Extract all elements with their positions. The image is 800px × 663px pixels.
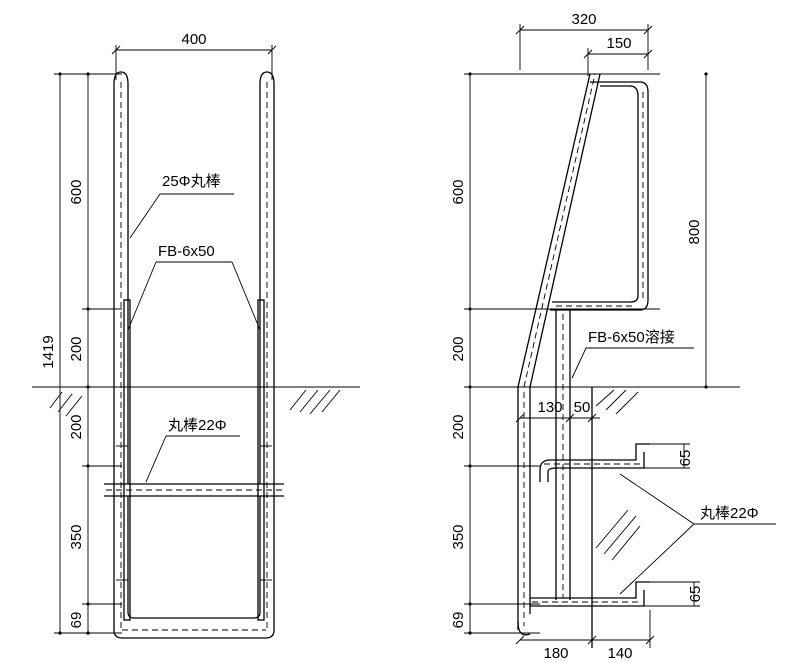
dim-180-140: 180 140 xyxy=(515,610,655,662)
vertical-posts xyxy=(555,310,593,648)
round-bar-25-label: 25Φ丸棒 xyxy=(162,173,221,190)
lower-hook-bar: 65 xyxy=(530,581,704,607)
dim-350-right-label: 350 xyxy=(450,524,467,549)
dim-130-50: 130 50 xyxy=(515,399,600,423)
dim-150: 150 xyxy=(583,35,653,76)
dim-800: 800 xyxy=(686,72,740,389)
dim-65-bottom-label: 65 xyxy=(687,586,704,603)
round-bar-22-label: 丸棒22Φ xyxy=(168,417,227,434)
dim-200-upper-right-label: 200 xyxy=(450,336,467,361)
right-dim-chain: 600 200 200 350 69 xyxy=(450,72,660,635)
round-bar-22-callout: 丸棒22Φ xyxy=(619,473,776,595)
round-bar-22-right-label: 丸棒22Φ xyxy=(700,505,759,522)
dim-1419-label: 1419 xyxy=(40,335,57,368)
dim-320-label: 320 xyxy=(571,11,596,28)
dim-600-label: 600 xyxy=(68,179,85,204)
dim-180-label: 180 xyxy=(543,645,568,662)
left-labels: 25Φ丸棒 FB-6x50 丸棒22Φ xyxy=(127,173,261,483)
dim-800-label: 800 xyxy=(686,219,703,244)
dim-69-right-label: 69 xyxy=(450,612,467,629)
flat-bar-weld-label: FB-6x50溶接 xyxy=(588,329,675,346)
sloped-rail xyxy=(517,73,601,636)
left-dim-chain: 600 200 1419 200 350 69 xyxy=(40,72,122,635)
dim-200-lower-right-label: 200 xyxy=(450,414,467,439)
left-ground-line xyxy=(32,386,360,417)
left-round-bar-frame xyxy=(104,71,284,639)
dim-600-right-label: 600 xyxy=(450,179,467,204)
upper-guard-box xyxy=(550,81,649,311)
dim-50-label: 50 xyxy=(574,399,591,416)
dim-65-top-label: 65 xyxy=(677,450,694,467)
dim-200-lower-label: 200 xyxy=(68,414,85,439)
dim-69-label: 69 xyxy=(68,612,85,629)
dim-320: 320 xyxy=(515,11,653,70)
right-ground-line xyxy=(464,386,736,561)
dim-400-label: 400 xyxy=(181,31,206,48)
dim-150-label: 150 xyxy=(606,35,631,52)
dim-350-label: 350 xyxy=(68,524,85,549)
left-view: 400 600 200 1419 200 350 69 xyxy=(32,31,360,639)
flat-bar-label: FB-6x50 xyxy=(158,243,215,260)
right-view: 320 150 600 200 200 350 69 xyxy=(450,11,776,662)
upper-hook-bar: 65 xyxy=(539,443,694,482)
flat-bar-weld-callout: FB-6x50溶接 xyxy=(571,329,694,379)
dim-200-upper-label: 200 xyxy=(68,336,85,361)
dim-130-label: 130 xyxy=(537,399,562,416)
dim-400: 400 xyxy=(111,31,277,80)
dim-140-label: 140 xyxy=(607,645,632,662)
